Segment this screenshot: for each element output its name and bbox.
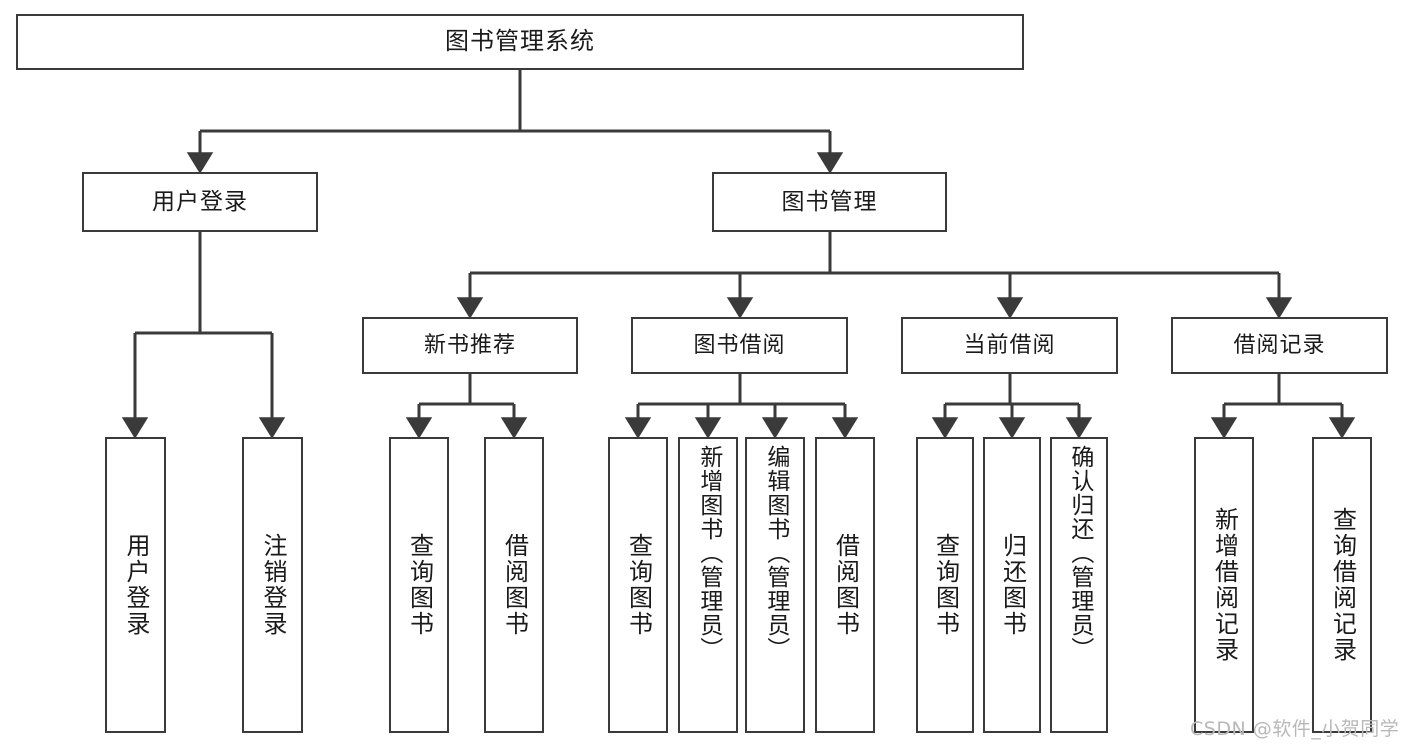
- node-leaf-borrow-book-1[interactable]: 借阅图书: [484, 437, 544, 733]
- node-leaf-query-record-label: 查询借阅记录: [1328, 507, 1357, 663]
- node-leaf-query-book-3[interactable]: 查询图书: [916, 437, 974, 733]
- node-leaf-confirm-return-label: 确认归还（管理员）: [1066, 445, 1093, 661]
- node-leaf-borrow-book-2-label: 借阅图书: [831, 533, 860, 637]
- node-current-borrow[interactable]: 当前借阅: [901, 317, 1118, 374]
- node-leaf-add-record-label: 新增借阅记录: [1210, 507, 1239, 663]
- node-leaf-query-book-1[interactable]: 查询图书: [389, 437, 449, 733]
- node-leaf-add-book-label: 新增图书（管理员）: [695, 445, 722, 661]
- node-leaf-user-logout[interactable]: 注销登录: [242, 437, 303, 733]
- node-leaf-return-book-label: 归还图书: [998, 533, 1027, 637]
- node-book-borrow-label: 图书借阅: [693, 332, 786, 358]
- node-leaf-query-book-1-label: 查询图书: [405, 533, 434, 637]
- node-book-borrow[interactable]: 图书借阅: [631, 317, 848, 374]
- node-user-login[interactable]: 用户登录: [82, 172, 318, 232]
- node-borrow-record-label: 借阅记录: [1233, 332, 1326, 358]
- node-leaf-user-login[interactable]: 用户登录: [105, 437, 166, 733]
- node-borrow-record[interactable]: 借阅记录: [1171, 317, 1388, 374]
- node-leaf-add-book[interactable]: 新增图书（管理员）: [678, 437, 738, 733]
- node-leaf-query-book-2-label: 查询图书: [624, 533, 653, 637]
- node-root[interactable]: 图书管理系统: [16, 14, 1024, 70]
- node-leaf-add-record[interactable]: 新增借阅记录: [1194, 437, 1254, 733]
- node-leaf-borrow-book-2[interactable]: 借阅图书: [815, 437, 875, 733]
- node-leaf-query-record[interactable]: 查询借阅记录: [1312, 437, 1372, 733]
- node-leaf-edit-book[interactable]: 编辑图书（管理员）: [745, 437, 805, 733]
- node-leaf-user-logout-label: 注销登录: [258, 533, 287, 637]
- node-leaf-borrow-book-1-label: 借阅图书: [500, 533, 529, 637]
- node-user-login-label: 用户登录: [152, 188, 248, 215]
- node-new-book-rec[interactable]: 新书推荐: [362, 317, 578, 374]
- node-book-manage-label: 图书管理: [781, 188, 878, 215]
- node-leaf-user-login-label: 用户登录: [121, 533, 150, 637]
- node-leaf-confirm-return[interactable]: 确认归还（管理员）: [1050, 437, 1108, 733]
- node-current-borrow-label: 当前借阅: [963, 332, 1056, 358]
- node-book-manage[interactable]: 图书管理: [712, 172, 947, 232]
- node-new-book-rec-label: 新书推荐: [423, 332, 516, 358]
- node-leaf-query-book-2[interactable]: 查询图书: [608, 437, 668, 733]
- node-leaf-edit-book-label: 编辑图书（管理员）: [762, 445, 789, 661]
- node-leaf-return-book[interactable]: 归还图书: [983, 437, 1041, 733]
- node-root-label: 图书管理系统: [445, 27, 595, 56]
- node-leaf-query-book-3-label: 查询图书: [931, 533, 960, 637]
- csdn-watermark: CSDN @软件_小贺同学: [1190, 718, 1400, 740]
